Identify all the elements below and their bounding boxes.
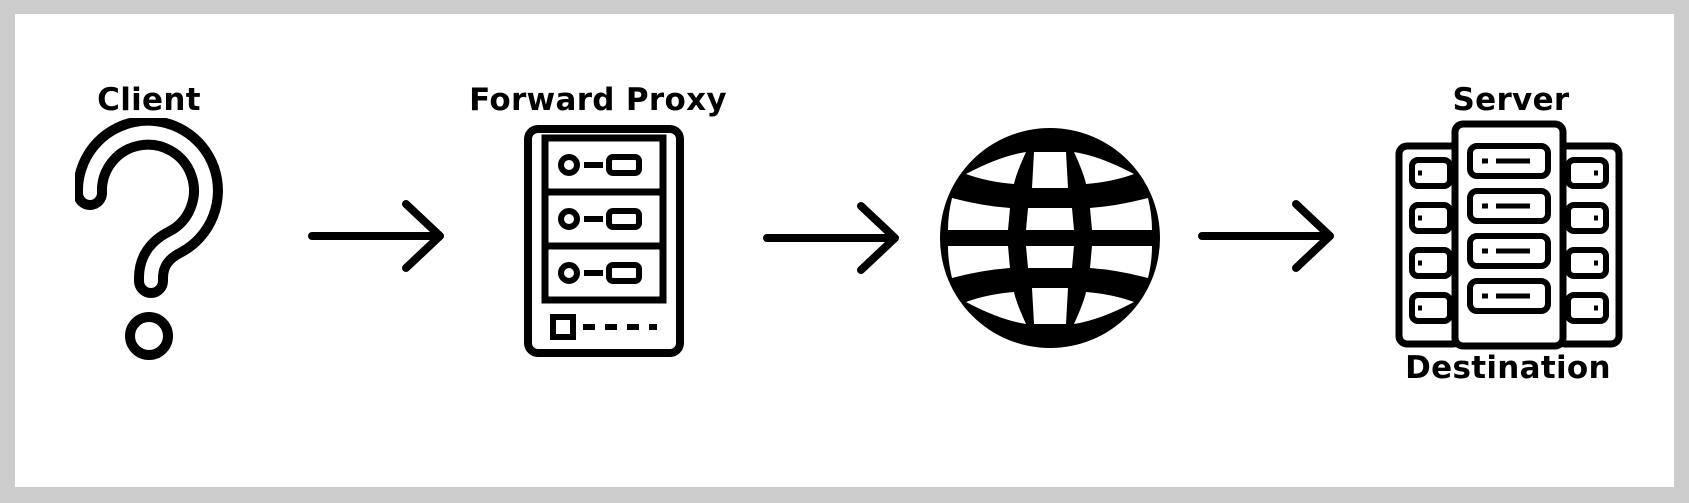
client-label: Client — [97, 82, 201, 118]
forward-proxy-label: Forward Proxy — [469, 82, 727, 118]
destination-label: Destination — [1405, 350, 1611, 386]
server-rack-icon — [523, 124, 685, 358]
arrow-right-icon — [308, 198, 448, 274]
question-mark-icon — [75, 118, 225, 368]
globe-icon — [930, 118, 1170, 358]
arrow-right-icon — [763, 200, 903, 276]
server-label: Server — [1452, 82, 1570, 118]
arrow-right-icon — [1198, 198, 1338, 274]
server-cluster-icon — [1394, 120, 1624, 350]
